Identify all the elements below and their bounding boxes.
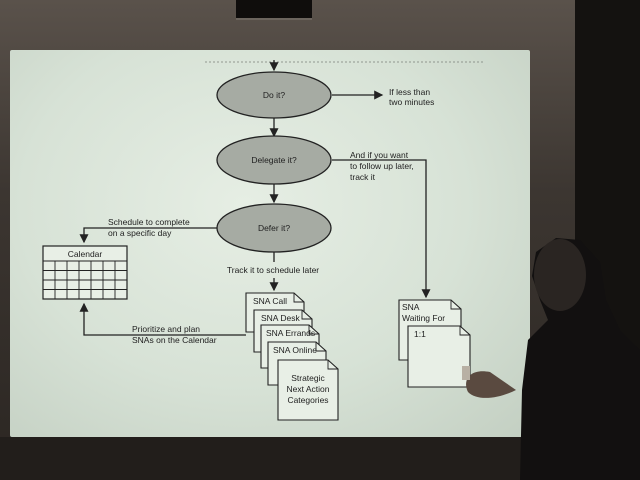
prioritize-note-line2: SNAs on the Calendar (132, 335, 217, 345)
schedule-note-line1: Schedule to complete (108, 217, 190, 227)
sna-call-label: SNA Call (253, 296, 287, 306)
follow-up-note-line3: track it (350, 172, 376, 182)
sna-desk-label: SNA Desk (261, 313, 300, 323)
sna-errands-label: SNA Errands (266, 328, 315, 338)
arrow-delegate-to-waiting (332, 159, 431, 299)
delegate-it-ellipse (216, 135, 332, 185)
clicker (462, 366, 470, 380)
track-later-note: Track it to schedule later (227, 265, 319, 275)
strategic-doc (277, 359, 339, 421)
projector-screen: Do it? Delegate it? Defer it? If less th… (10, 50, 530, 437)
ceiling-fixture (236, 0, 312, 20)
defer-it-label: Defer it? (258, 223, 290, 233)
waiting-title-line2: Waiting For (402, 313, 445, 323)
one-on-one-doc (407, 325, 471, 388)
less-than-note-line1: If less than (389, 87, 430, 97)
presenter-hands (466, 371, 516, 398)
follow-up-note-line1: And if you want (350, 150, 409, 160)
sna-doc-stack (245, 292, 339, 421)
delegate-it-label: Delegate it? (251, 155, 297, 165)
schedule-note-line2: on a specific day (108, 228, 172, 238)
do-it-ellipse (216, 71, 332, 119)
waiting-title-line1: SNA (402, 302, 420, 312)
strategic-line3: Categories (287, 395, 328, 405)
follow-up-note-line2: to follow up later, (350, 161, 414, 171)
calendar-title: Calendar (68, 249, 103, 259)
sna-online-label: SNA Online (273, 345, 317, 355)
workflow-diagram: Do it? Delegate it? Defer it? If less th… (42, 60, 485, 421)
less-than-note-line2: two minutes (389, 97, 434, 107)
arrow-docs-to-calendar (79, 302, 246, 336)
strategic-line2: Next Action (287, 384, 330, 394)
waiting-for-doc-stack (398, 299, 471, 388)
prioritize-note-line1: Prioritize and plan (132, 324, 200, 334)
calendar-grid (42, 245, 128, 300)
strategic-line1: Strategic (291, 373, 325, 383)
do-it-label: Do it? (263, 90, 285, 100)
defer-it-ellipse (216, 203, 332, 253)
arrow-defer-to-calendar (79, 227, 217, 244)
presenter-head (534, 239, 586, 311)
one-on-one-label: 1:1 (414, 329, 426, 339)
